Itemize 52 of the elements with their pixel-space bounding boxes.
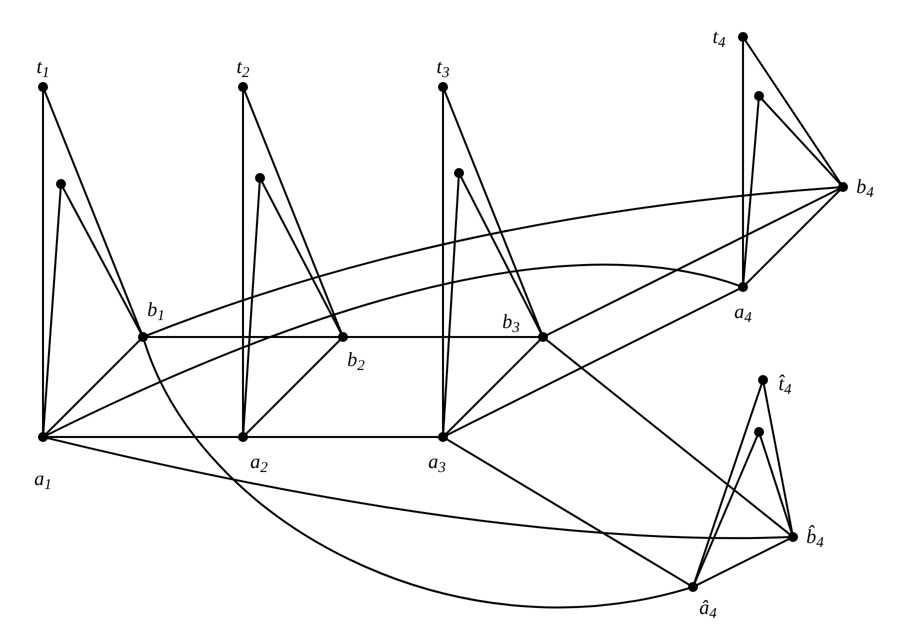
graph-edge bbox=[245, 339, 341, 435]
vertex-label: t$_{4}$ bbox=[712, 27, 726, 47]
vertex-label: â$_{4}$ bbox=[699, 598, 717, 618]
graph-edge bbox=[143, 340, 689, 608]
graph-edge bbox=[546, 188, 840, 336]
graph-edge bbox=[146, 186, 839, 336]
vertex-label: b̂$_{4}$ bbox=[806, 527, 824, 547]
graph-edge bbox=[248, 436, 438, 438]
graph-edge bbox=[42, 188, 62, 433]
vertex-label: b$_{2}$ bbox=[347, 350, 365, 370]
vertex-label: a$_{2}$ bbox=[250, 452, 268, 472]
graph-edge bbox=[762, 384, 794, 533]
graph-edge bbox=[445, 339, 541, 435]
vertex-label: a$_{3}$ bbox=[428, 452, 446, 472]
graph-edge bbox=[46, 264, 740, 436]
graph-edge bbox=[47, 437, 789, 540]
graph-edge bbox=[442, 177, 460, 433]
vertex-label: b$_{1}$ bbox=[147, 300, 165, 320]
graph-edge bbox=[761, 98, 841, 184]
vertex-label: t$_{3}$ bbox=[436, 57, 450, 77]
vertex-label: a$_{4}$ bbox=[734, 302, 752, 322]
vertex-label: b$_{3}$ bbox=[502, 312, 520, 332]
graph-edge bbox=[348, 336, 538, 338]
vertex-label: t$_{2}$ bbox=[236, 57, 250, 77]
graph-edge bbox=[694, 436, 758, 584]
graph-edge bbox=[546, 339, 790, 535]
graph-edge bbox=[694, 384, 762, 584]
graph-edge bbox=[759, 436, 793, 534]
graph-edge bbox=[42, 92, 44, 432]
vertex-label: b$_{4}$ bbox=[856, 177, 874, 197]
graph-edge bbox=[696, 538, 790, 586]
graph-edge bbox=[744, 40, 842, 184]
vertex-label: t$_{1}$ bbox=[36, 57, 50, 77]
graph-edge bbox=[446, 438, 690, 586]
graph-edge bbox=[745, 189, 841, 285]
graph-edge bbox=[48, 436, 238, 438]
graph-edge bbox=[460, 176, 542, 334]
graph-edge bbox=[45, 339, 141, 435]
graph-edge bbox=[444, 90, 542, 334]
vertex-label: a$_{1}$ bbox=[34, 469, 52, 489]
graph-edge bbox=[742, 100, 760, 283]
vertex-label: t̂$_{4}$ bbox=[778, 374, 792, 394]
graph-edge bbox=[742, 42, 744, 282]
graph-edge bbox=[261, 182, 342, 334]
graph-edge bbox=[242, 182, 261, 433]
graph-edge bbox=[446, 288, 740, 436]
graph-edge bbox=[62, 188, 142, 334]
graph-edge bbox=[244, 90, 342, 334]
graph-edge bbox=[44, 90, 142, 334]
graph-edge bbox=[442, 92, 444, 432]
graph-edge bbox=[242, 92, 244, 432]
graph-edge bbox=[148, 336, 338, 338]
